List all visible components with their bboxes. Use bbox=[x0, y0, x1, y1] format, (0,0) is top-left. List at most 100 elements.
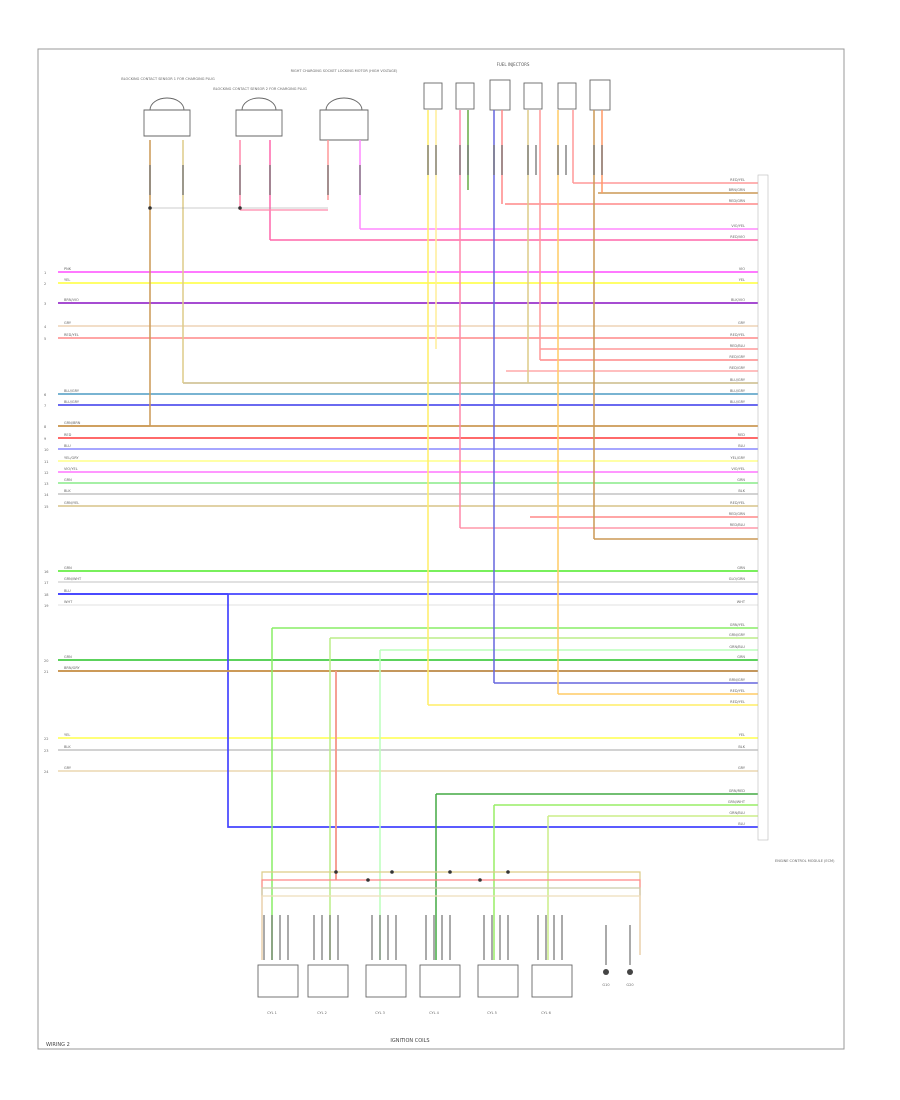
injector-2 bbox=[455, 82, 475, 110]
left-wire-label: GRY bbox=[64, 321, 72, 325]
splice bbox=[148, 206, 152, 210]
right-wire-label: GRN bbox=[737, 566, 745, 570]
right-wire-label: RED/GRN bbox=[729, 199, 746, 203]
left-pin-number: 3 bbox=[44, 302, 46, 306]
left-wire-label: BLU/GRY bbox=[64, 389, 80, 393]
right-wire-label: BLK bbox=[738, 745, 745, 749]
left-wire-label: PNK bbox=[64, 267, 72, 271]
left-pin-number: 21 bbox=[44, 670, 48, 674]
coil-label-3: CYL 3 bbox=[375, 1011, 385, 1015]
left-pin-number: 20 bbox=[44, 659, 48, 663]
ignition-coil-group bbox=[257, 964, 573, 998]
top-components: BLOCKING CONTACT SENSOR 1 FOR CHARGING P… bbox=[121, 69, 398, 141]
right-wire-label: RED/YEL bbox=[730, 333, 745, 337]
right-wire-label: VIO/YEL bbox=[731, 224, 745, 228]
wire-layer bbox=[58, 110, 758, 965]
injector-group bbox=[423, 79, 611, 111]
right-wire-label: YEL bbox=[739, 733, 745, 737]
right-wire-label: BLU/GRY bbox=[730, 389, 746, 393]
left-wire-label: GRY bbox=[64, 766, 72, 770]
coil-3-body bbox=[365, 964, 407, 998]
right-wire-label: RED/GRY bbox=[729, 366, 745, 370]
left-wire-label: GRN bbox=[64, 655, 72, 659]
left-wire-label: BRN/GRY bbox=[64, 666, 81, 670]
left-wire-label: GRN/YEL bbox=[64, 501, 79, 505]
fuel-injectors-header: FUEL INJECTORS bbox=[497, 62, 530, 67]
left-wire-label: RED/YEL bbox=[64, 333, 79, 337]
coil-2-body bbox=[307, 964, 349, 998]
wire-coil-bus bbox=[261, 887, 641, 960]
left-pin-number: 23 bbox=[44, 749, 48, 753]
right-wire-label: RED/YEL bbox=[730, 689, 745, 693]
left-pin-number: 14 bbox=[44, 493, 49, 497]
ignition-coils-header: IGNITION COILS bbox=[390, 1038, 429, 1044]
right-wire-label: YEL bbox=[739, 278, 745, 282]
ecm-label: ENGINE CONTROL MODULE (ECM) bbox=[775, 859, 835, 863]
injector-5 bbox=[557, 82, 577, 110]
left-wire-label: VIO/YEL bbox=[64, 467, 78, 471]
component-2-body bbox=[235, 97, 283, 137]
coil-6-body bbox=[531, 964, 573, 998]
right-wire-label: GRY bbox=[738, 766, 746, 770]
left-pin-number: 24 bbox=[44, 770, 49, 774]
left-wire-label: RED bbox=[64, 433, 72, 437]
right-wire-label: BLK bbox=[738, 489, 745, 493]
left-wire-label: BLU bbox=[64, 444, 71, 448]
splice bbox=[390, 870, 394, 874]
right-wire-label: RED/YEL bbox=[730, 178, 745, 182]
left-wire-label: BLK bbox=[64, 489, 71, 493]
left-wire-label: BLU bbox=[64, 589, 71, 593]
left-pin-number: 2 bbox=[44, 282, 46, 286]
ecm-connector bbox=[757, 174, 769, 841]
left-pin-number: 22 bbox=[44, 737, 48, 741]
splice bbox=[448, 870, 452, 874]
right-wire-label: RED/GRY bbox=[729, 355, 745, 359]
right-wire-label: RED bbox=[738, 433, 746, 437]
left-wire-label: YEL bbox=[64, 733, 70, 737]
right-wire-labels: RED/YELBRN/GRNRED/GRNVIO/YELRED/VIOVIOYE… bbox=[728, 178, 746, 826]
coil-1-body bbox=[257, 964, 299, 998]
left-wire-label: BRN/VIO bbox=[64, 298, 79, 302]
coil-label-4: CYL 4 bbox=[429, 1011, 440, 1015]
coil-label-5: CYL 5 bbox=[487, 1011, 497, 1015]
figure-number: WIRING 2 bbox=[46, 1042, 70, 1048]
coil-labels: CYL 1 CYL 2 CYL 3 CYL 4 CYL 5 CYL 6 bbox=[267, 1011, 551, 1015]
injector-1 bbox=[423, 82, 443, 110]
component-label-2: BLOCKING CONTACT SENSOR 2 FOR CHARGING P… bbox=[213, 87, 307, 91]
left-wire-label: YEL bbox=[64, 278, 70, 282]
right-wire-label: BLU bbox=[738, 444, 745, 448]
left-pin-number: 11 bbox=[44, 460, 48, 464]
right-wire-label: RED/VIO bbox=[730, 235, 745, 239]
coil-5-body bbox=[477, 964, 519, 998]
coil-label-2: CYL 2 bbox=[317, 1011, 327, 1015]
left-pin-number: 12 bbox=[44, 471, 48, 475]
injector-6 bbox=[589, 79, 611, 111]
splice bbox=[506, 870, 510, 874]
right-wire-label: GRN/WHT bbox=[728, 800, 746, 804]
right-wire-label: VIO/YEL bbox=[731, 467, 745, 471]
right-wire-label: GRN bbox=[737, 655, 745, 659]
left-pin-number: 4 bbox=[44, 325, 47, 329]
left-pin-number: 5 bbox=[44, 337, 46, 341]
right-wire-label: RED/YEL bbox=[730, 700, 745, 704]
injector-4 bbox=[523, 82, 543, 110]
right-wire-label: BRN/GRY bbox=[729, 678, 746, 682]
left-wire-label: BLU/GRY bbox=[64, 400, 80, 404]
wire-brn-route bbox=[58, 670, 337, 880]
coil-4-body bbox=[419, 964, 461, 998]
injector-3 bbox=[489, 79, 511, 111]
splice bbox=[238, 206, 242, 210]
left-pin-number: 1 bbox=[44, 271, 46, 275]
wire-coil-bus bbox=[261, 871, 641, 960]
component-label-3: RIGHT CHARGING SOCKET LOCKING MOTOR (HIG… bbox=[291, 69, 398, 73]
right-wire-label: BLK/VIO bbox=[731, 298, 745, 302]
right-wire-label: VIO bbox=[739, 267, 745, 271]
component-3-body bbox=[319, 97, 369, 141]
component-label-1: BLOCKING CONTACT SENSOR 1 FOR CHARGING P… bbox=[121, 77, 215, 81]
right-wire-label: GRN/BLU bbox=[729, 645, 745, 649]
right-wire-label: GRY bbox=[738, 321, 746, 325]
left-pin-number: 9 bbox=[44, 437, 46, 441]
left-wire-label: WHT bbox=[64, 600, 73, 604]
left-pin-number: 15 bbox=[44, 505, 48, 509]
